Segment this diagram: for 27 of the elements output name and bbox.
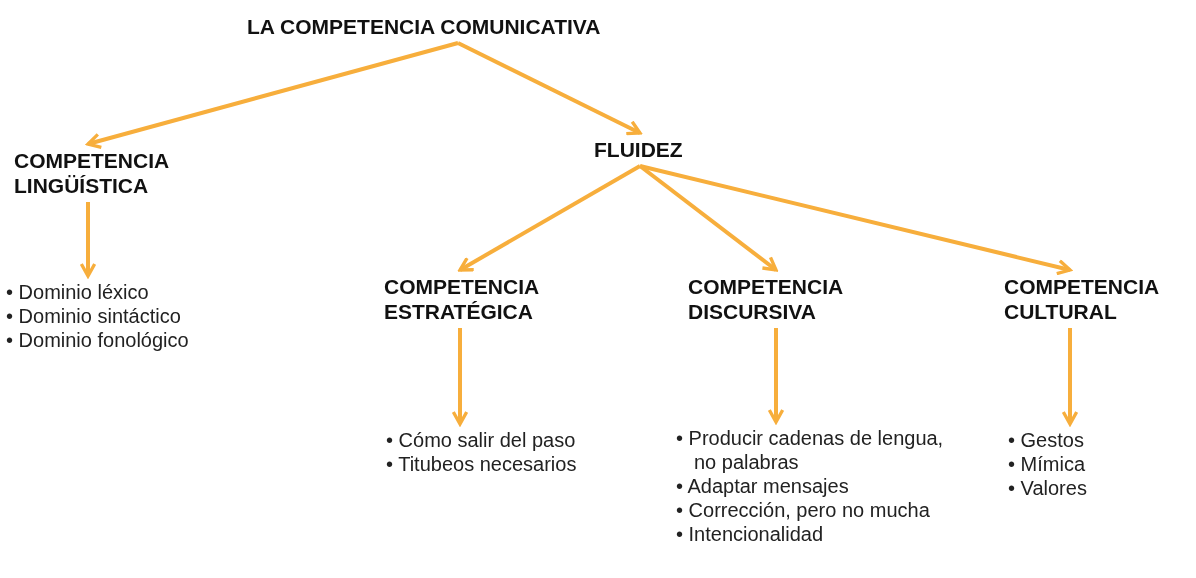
heading: COMPETENCIA ESTRATÉGICA	[384, 274, 540, 324]
list-item: • Dominio sintáctico	[6, 304, 182, 328]
list-item: • Gestos	[1008, 428, 1085, 452]
heading: COMPETENCIA CULTURAL	[1004, 274, 1160, 324]
heading: FLUIDEZ	[594, 137, 684, 162]
list-item: • Corrección, pero no mucha	[676, 498, 931, 522]
list-item: • Intencionalidad	[676, 522, 825, 546]
arrow	[79, 202, 97, 278]
arrow	[86, 41, 459, 149]
arrow	[1061, 328, 1079, 426]
arrow	[639, 164, 1072, 276]
arrow	[458, 164, 641, 272]
list-item: • Cómo salir del paso	[386, 428, 577, 452]
arrow	[457, 41, 642, 136]
arrow	[451, 328, 469, 426]
list-item: • Producir cadenas de lengua, no palabras	[676, 426, 944, 474]
list-item: • Valores	[1008, 476, 1088, 500]
heading: COMPETENCIA LINGÜÍSTICA	[14, 148, 170, 198]
heading: COMPETENCIA DISCURSIVA	[688, 274, 844, 324]
list-item: • Dominio fonológico	[6, 328, 190, 352]
arrow	[638, 164, 778, 272]
list-item: • Titubeos necesarios	[386, 452, 578, 476]
list-item: • Dominio léxico	[6, 280, 150, 304]
list-item: • Adaptar mensajes	[676, 474, 850, 498]
title: LA COMPETENCIA COMUNICATIVA	[247, 14, 602, 39]
arrow	[767, 328, 785, 424]
list-item: • Mímica	[1008, 452, 1086, 476]
